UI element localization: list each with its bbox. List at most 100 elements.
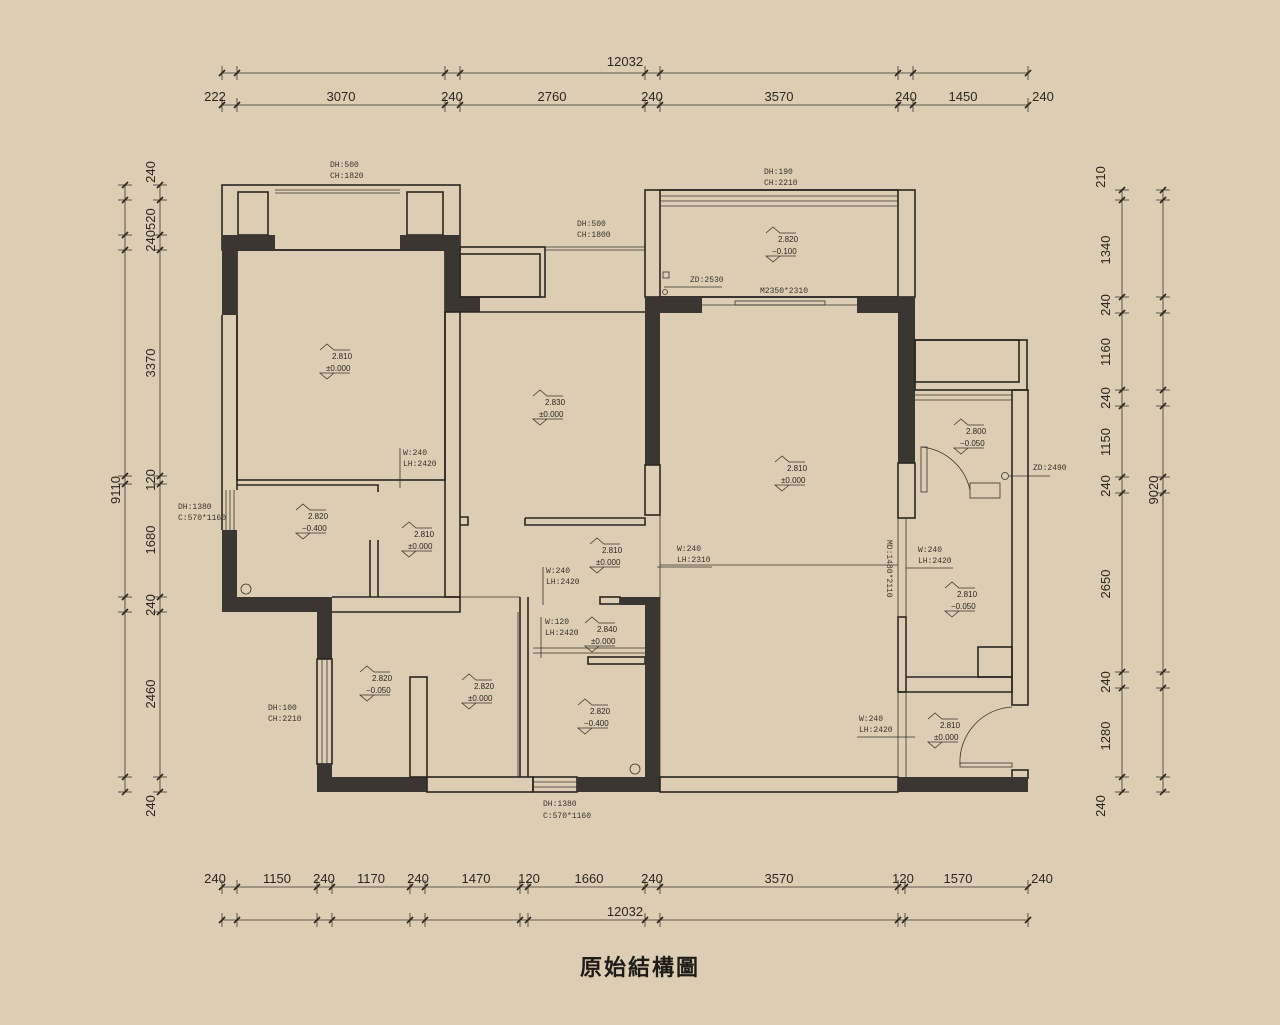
svg-text:CH:1800: CH:1800 [577, 231, 611, 240]
dimension-tick-slash [156, 608, 164, 616]
elevation-marker: 2.810±0.000 [318, 343, 353, 380]
elevation-markers: 2.810±0.0002.830±0.0002.820−0.1002.810±0… [294, 226, 987, 749]
svg-text:W:120: W:120 [545, 618, 569, 627]
dim-right: 1340 [1098, 236, 1113, 265]
svg-text:DH:190: DH:190 [764, 168, 793, 177]
dimension-tick-slash [218, 101, 226, 109]
dim-left: 120 [143, 469, 158, 491]
dim-right: 240 [1098, 387, 1113, 409]
dimension-tick-slash [1118, 196, 1126, 204]
dimension-tick-slash [218, 883, 226, 891]
dimension-tick-slash [1118, 386, 1126, 394]
dim-bottom: 1570 [944, 871, 973, 886]
dimension-tick-slash [456, 69, 464, 77]
dimension-tick-slash [441, 69, 449, 77]
dimension-tick-slash [1118, 473, 1126, 481]
dimension-tick-slash [156, 593, 164, 601]
svg-text:W:240: W:240 [918, 546, 942, 555]
dimension-tick-slash [233, 916, 241, 924]
dim-left: 240520 [143, 208, 158, 251]
dimension-tick-slash [516, 883, 524, 891]
dimension-tick-slash [121, 480, 129, 488]
svg-text:M2350*2310: M2350*2310 [760, 287, 808, 296]
elevation-marker: 2.810±0.000 [926, 712, 961, 749]
dimension-tick-slash [328, 883, 336, 891]
dimension-tick-slash [121, 181, 129, 189]
dimension-tick-slash [156, 480, 164, 488]
dimension-tick-slash [421, 916, 429, 924]
dimension-tick-slash [516, 916, 524, 924]
dim-right: 1280 [1098, 722, 1113, 751]
floor-triangle-icon [531, 418, 563, 426]
floor-level: −0.400 [584, 719, 609, 728]
dim-top: 240 [641, 89, 663, 104]
dimension-tick-slash [1159, 309, 1167, 317]
dimension-tick-slash [1159, 773, 1167, 781]
dimension-tick-slash [421, 883, 429, 891]
elevation-marker: 2.810±0.000 [773, 455, 808, 492]
dimension-tick-slash [156, 231, 164, 239]
svg-text:DH:1380: DH:1380 [178, 503, 212, 512]
svg-text:W:240: W:240 [677, 545, 701, 554]
floor-triangle-icon [583, 645, 615, 653]
elevation-marker: 2.820−0.400 [576, 698, 611, 735]
ceiling-triangle-icon [584, 616, 615, 624]
dimension-tick-slash [1024, 101, 1032, 109]
dim-top-total: 12032 [607, 54, 643, 69]
dimension-tick-slash [1159, 668, 1167, 676]
dimension-tick-slash [1118, 668, 1126, 676]
svg-text:LH:2420: LH:2420 [545, 629, 579, 638]
dimension-tick-slash [1159, 386, 1167, 394]
dimension-tick-slash [1159, 684, 1167, 692]
dimension-tick-slash [121, 608, 129, 616]
ceiling-triangle-icon [295, 503, 326, 511]
dimension-tick-slash [233, 101, 241, 109]
dim-right: 240 [1098, 671, 1113, 693]
dimension-tick-slash [313, 916, 321, 924]
svg-text:W:240: W:240 [403, 449, 427, 458]
dimension-tick-slash [1024, 883, 1032, 891]
elevation-marker: 2.820−0.400 [294, 503, 329, 540]
dimension-tick-slash [524, 916, 532, 924]
dim-right: 1150 [1098, 428, 1113, 456]
elevation-marker: 2.820−0.100 [764, 226, 799, 263]
dimension-tick-slash [909, 69, 917, 77]
svg-text:ZD:2530: ZD:2530 [690, 276, 724, 285]
dim-bottom: 240 [641, 871, 663, 886]
dimension-tick-slash [641, 101, 649, 109]
ceiling-height: 2.840 [597, 625, 618, 634]
elevation-marker: 2.820±0.000 [460, 673, 495, 710]
dimension-tick-slash [456, 101, 464, 109]
ceiling-height: 2.820 [474, 682, 495, 691]
floor-level: ±0.000 [934, 733, 959, 742]
dimension-tick-slash [641, 883, 649, 891]
dimension-tick-slash [1159, 788, 1167, 796]
dim-left: 240 [143, 161, 158, 183]
dimension-tick-slash [156, 773, 164, 781]
ceiling-triangle-icon [953, 418, 984, 426]
svg-text:C:570*1160: C:570*1160 [178, 514, 226, 523]
dimension-tick-slash [656, 69, 664, 77]
dimension-tick-slash [406, 916, 414, 924]
elevation-marker: 2.840±0.000 [583, 616, 618, 653]
dimension-tick-slash [524, 883, 532, 891]
svg-text:CH:2210: CH:2210 [764, 179, 798, 188]
dim-top: 240 [1032, 89, 1054, 104]
dim-bottom: 3570 [765, 871, 794, 886]
svg-text:DH:500: DH:500 [577, 220, 606, 229]
floor-level: ±0.000 [408, 542, 433, 551]
dim-left: 2460 [143, 680, 158, 709]
dim-bottom: 1150 [263, 871, 291, 886]
svg-text:LH:2420: LH:2420 [859, 726, 893, 735]
dim-top: 3070 [327, 89, 356, 104]
dimension-tick-slash [1159, 196, 1167, 204]
dimension-tick-slash [156, 196, 164, 204]
dimension-tick-slash [1159, 293, 1167, 301]
dimension-tick-slash [641, 916, 649, 924]
